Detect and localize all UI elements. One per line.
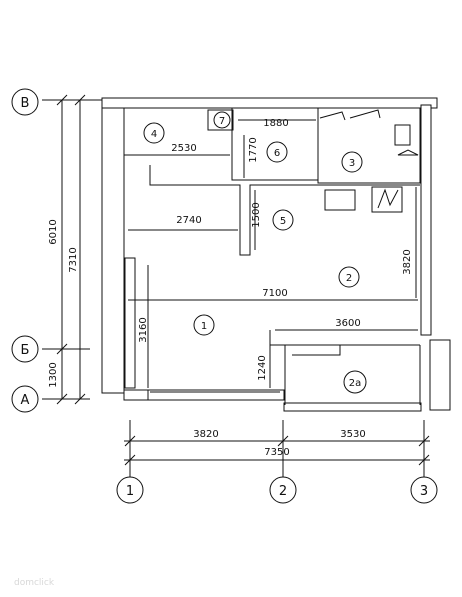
room-2: 2 [346,273,352,284]
closet-7 [207,109,234,131]
axis-marker-3 [410,476,438,504]
dim-2530: 2530 [171,143,196,154]
axis-label-1: 1 [126,484,134,499]
shower-tray [324,189,356,211]
room-5: 5 [280,216,286,227]
dim-3530: 3530 [340,429,365,440]
partition-loggia [284,345,421,405]
dim-2740: 2740 [176,215,201,226]
dim-3160: 3160 [138,317,149,342]
axis-label-a: А [21,393,30,408]
dim-7350: 7350 [264,447,289,458]
axis-label-b: Б [21,343,30,358]
axis-marker-a [11,385,39,413]
room-3: 3 [349,158,355,169]
wall-bottom-left [123,389,285,401]
partition-kitchen [269,330,420,346]
wall-room1-bottom [147,390,280,400]
dim-1770: 1770 [248,137,259,162]
room-6: 6 [274,148,280,159]
dim-1300: 1300 [48,362,59,387]
dim-3820-horizontal: 3820 [193,429,218,440]
axis-marker-1 [116,476,144,504]
dim-1240: 1240 [257,355,268,380]
room-7: 7 [219,116,225,127]
partition-hall [149,165,420,256]
axis-marker-2 [269,476,297,504]
dim-3600: 3600 [335,318,360,329]
dim-1500: 1500 [251,202,262,227]
dim-7310: 7310 [68,247,79,272]
room-2a: 2а [349,378,362,389]
radiator-loggia [292,345,341,356]
dim-1880: 1880 [263,118,288,129]
watermark: domclick [14,578,55,588]
room-4: 4 [151,129,157,140]
dim-7100: 7100 [262,288,287,299]
room-1: 1 [201,321,207,332]
axis-label-2: 2 [279,484,287,499]
axis-marker-v [11,88,39,116]
wall-left [101,104,125,394]
wall-bottom-right [283,402,422,412]
axis-marker-b [11,335,39,363]
dim-6010: 6010 [48,219,59,244]
dim-3820-vertical: 3820 [402,249,413,274]
wall-top [101,97,438,109]
wall-right [420,104,432,336]
axis-label-3: 3 [420,484,428,499]
axis-label-v: В [21,96,30,111]
stove [371,186,403,213]
